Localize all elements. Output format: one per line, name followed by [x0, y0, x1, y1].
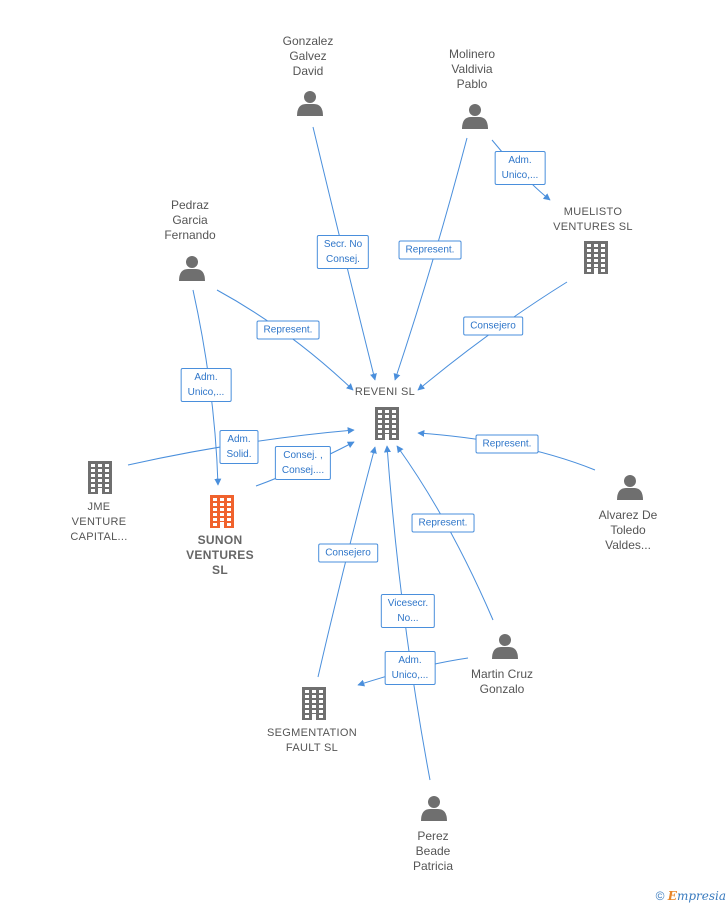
- edge-label-line: Represent.: [263, 324, 313, 336]
- node-label-line: Galvez: [289, 49, 327, 63]
- edge-label-pedraz-reveni[interactable]: Represent.: [256, 320, 320, 340]
- node-label-line: Perez: [417, 829, 449, 843]
- node-label-line: SL: [212, 563, 228, 577]
- node-label-line: David: [292, 64, 324, 78]
- building-icon-sunon[interactable]: [210, 495, 234, 528]
- edge-molinero-to-reveni: [393, 137, 468, 381]
- edge-label-jme-reveni[interactable]: Adm. Solid.: [219, 430, 259, 464]
- edge-label-pedraz-sunon[interactable]: Adm. Unico,...: [180, 368, 232, 402]
- node-label-line: Pedraz: [170, 198, 210, 212]
- node-label-line: SUNON: [197, 533, 243, 547]
- building-icon-jme[interactable]: [88, 461, 112, 494]
- edge-label-line: Solid.: [226, 449, 252, 460]
- edge-label-line: Unico,...: [391, 670, 429, 681]
- person-icon-alvarez[interactable]: [617, 475, 643, 500]
- node-label-line: Martin Cruz: [470, 667, 534, 681]
- person-icon-martin[interactable]: [492, 634, 518, 659]
- edge-label-line: Consejero: [325, 547, 371, 559]
- edge-label-line: Adm.: [194, 372, 218, 383]
- brand-logo: Empresia: [667, 889, 726, 903]
- node-label-line: VENTURES: [186, 548, 254, 562]
- edge-label-line: Adm.: [227, 434, 251, 445]
- edge-label-segmentation-reveni[interactable]: Consejero: [318, 543, 378, 563]
- node-label-line: SEGMENTATION: [267, 727, 357, 739]
- node-label-line: Garcia: [172, 213, 208, 227]
- node-label-line: Beade: [415, 844, 451, 858]
- edge-label-line: Represent.: [482, 438, 532, 450]
- edge-label-line: Represent.: [418, 517, 468, 529]
- node-label-line: VENTURES SL: [553, 221, 633, 233]
- edge-label-muelisto-reveni[interactable]: Consejero: [463, 316, 523, 336]
- edge-label-line: Unico,...: [501, 170, 539, 181]
- footer-brand: © Empresia: [656, 889, 726, 903]
- person-icon-pedraz[interactable]: [179, 256, 205, 281]
- node-label-line: Toledo: [610, 523, 646, 537]
- node-label-line: Patricia: [412, 859, 454, 873]
- node-label-line: VENTURE: [71, 516, 127, 528]
- node-label-line: Gonzalo: [479, 682, 525, 696]
- edge-label-line: No...: [397, 613, 419, 624]
- person-icon-gonzalez[interactable]: [297, 91, 323, 116]
- edge-label-martin-reveni[interactable]: Represent.: [411, 513, 475, 533]
- building-icon-muelisto[interactable]: [584, 241, 608, 274]
- edge-label-perez-segmentation[interactable]: Adm. Unico,...: [384, 651, 436, 685]
- node-label-muelisto[interactable]: MUELISTO VENTURES SL: [553, 205, 633, 235]
- edge-label-line: Unico,...: [187, 387, 225, 398]
- edge-label-line: Consejero: [470, 320, 516, 332]
- node-label-line: FAULT SL: [285, 742, 339, 754]
- node-label-line: Gonzalez: [282, 34, 334, 48]
- edge-label-line: Vicesecr.: [387, 598, 429, 609]
- copyright-icon: ©: [655, 889, 665, 903]
- person-icon-molinero[interactable]: [462, 104, 488, 129]
- node-label-reveni[interactable]: REVENI SL: [355, 385, 415, 400]
- node-label-line: Pablo: [456, 77, 488, 91]
- node-label-line: CAPITAL...: [70, 531, 128, 543]
- node-label-line: Valdivia: [451, 62, 493, 76]
- edge-label-molinero-muelisto[interactable]: Adm. Unico,...: [494, 151, 546, 185]
- edge-label-line: Represent.: [405, 244, 455, 256]
- building-icon-segmentation[interactable]: [302, 687, 326, 720]
- building-icon-reveni[interactable]: [375, 407, 399, 440]
- node-label-line: JME: [87, 501, 111, 513]
- node-label-line: Alvarez De: [598, 508, 658, 522]
- edge-muelisto-to-reveni: [417, 281, 568, 391]
- edge-label-sunon-reveni[interactable]: Consej. , Consej....: [274, 446, 332, 480]
- node-label-jme[interactable]: JME VENTURE CAPITAL...: [70, 500, 127, 545]
- node-label-segmentation[interactable]: SEGMENTATION FAULT SL: [267, 726, 357, 756]
- edge-label-line: Consej.: [326, 254, 360, 265]
- node-label-line: Molinero: [448, 47, 496, 61]
- edge-label-molinero-reveni[interactable]: Represent.: [398, 240, 462, 260]
- edge-label-line: Secr. No: [323, 239, 363, 250]
- edge-label-perez-reveni[interactable]: Vicesecr. No...: [380, 594, 436, 628]
- node-label-line: REVENI SL: [354, 386, 416, 398]
- node-label-line: Valdes...: [605, 538, 651, 552]
- edge-pedraz-to-reveni: [216, 289, 354, 391]
- node-label-line: MUELISTO: [563, 206, 623, 218]
- edge-label-alvarez-reveni[interactable]: Represent.: [475, 434, 539, 454]
- edge-label-line: Consej. ,: [283, 450, 323, 461]
- edge-label-line: Consej....: [281, 465, 325, 476]
- edge-label-line: Adm.: [398, 655, 422, 666]
- person-icon-perez[interactable]: [421, 796, 447, 821]
- edge-label-line: Adm.: [508, 155, 532, 166]
- node-label-line: Fernando: [164, 228, 216, 242]
- edge-label-gonzalez-reveni[interactable]: Secr. No Consej.: [316, 235, 370, 269]
